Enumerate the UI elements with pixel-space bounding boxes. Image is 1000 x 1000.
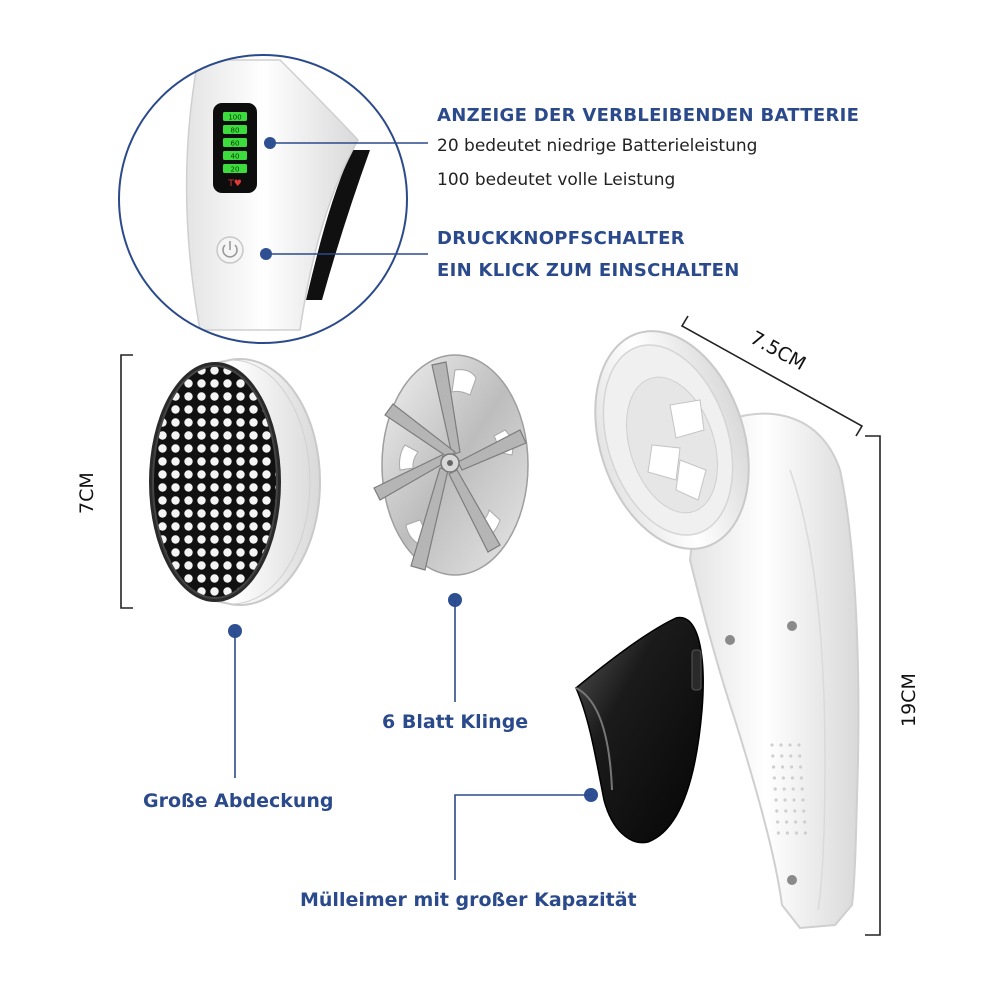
grip-dot [789, 754, 793, 758]
bin-caption: Mülleimer mit großer Kapazität [300, 889, 637, 911]
battery-level-bar [223, 125, 247, 134]
body-height-bracket [865, 435, 881, 936]
cover-caption: Große Abdeckung [143, 790, 334, 812]
switch-dot [260, 248, 272, 260]
grip-dot [782, 787, 786, 791]
grip-dot [800, 787, 804, 791]
battery-level-bar [223, 151, 247, 160]
grip-dot [776, 820, 780, 824]
battery-level-label: 100 [228, 114, 241, 122]
grip-dot [802, 809, 806, 813]
grip-dot [797, 743, 801, 747]
head-width-bracket [680, 315, 864, 437]
battery-level-bar [223, 164, 247, 173]
svg-text:T♥: T♥ [227, 179, 242, 189]
battery-indicator-icon: 100 80 60 40 20 T♥ [213, 103, 257, 193]
battery-level-label: 60 [231, 140, 240, 148]
grip-dot [772, 765, 776, 769]
cover-height-bracket [120, 354, 133, 609]
grip-dot [770, 743, 774, 747]
grip-dot [794, 820, 798, 824]
grip-dot [803, 820, 807, 824]
grip-dot [794, 831, 799, 835]
battery-level-label: 80 [231, 127, 240, 135]
grip-dot [799, 776, 804, 780]
grip-dot [775, 809, 779, 813]
battery-dot [264, 137, 276, 149]
grip-dot [799, 765, 803, 769]
cover-height-label: 7CM [76, 472, 98, 514]
grip-dot [773, 787, 777, 791]
grip-dot [780, 754, 784, 758]
switch-heading: DRUCKKNOPFSCHALTER [437, 228, 685, 249]
grip-dot [798, 754, 802, 758]
bin-connector [454, 794, 591, 880]
grip-dot [771, 754, 775, 758]
grip-dot [785, 820, 789, 824]
blade-illustration [373, 354, 529, 576]
grip-dot [783, 798, 787, 802]
cover-illustration [149, 358, 321, 606]
grip-dot [790, 776, 795, 780]
grip-dot [788, 743, 792, 747]
battery-heading: ANZEIGE DER VERBLEIBENDEN BATTERIE [437, 105, 860, 126]
grip-dot [776, 831, 781, 835]
device-illustration [594, 330, 860, 930]
grip-dot [779, 743, 783, 747]
switch-desc: EIN KLICK ZUM EINSCHALTEN [437, 260, 740, 281]
zoom-callout: 100 80 60 40 20 T♥ [118, 54, 428, 344]
grip-dot [774, 798, 778, 802]
grip-dot [793, 809, 797, 813]
grip-dot [791, 787, 795, 791]
battery-level-bar [223, 112, 247, 121]
handle-dark-edge [306, 150, 370, 300]
grip-dot [803, 831, 808, 835]
grip-dot [790, 765, 794, 769]
grip-dot [792, 798, 796, 802]
grip-dot [784, 809, 788, 813]
battery-level-bar [223, 138, 247, 147]
grip-dot [785, 831, 790, 835]
battery-level-label: 40 [231, 153, 240, 161]
grip-dot [801, 798, 805, 802]
battery-desc-full: 100 bedeutet volle Leistung [437, 170, 676, 190]
battery-desc-low: 20 bedeutet niedrige Batterieleistung [437, 136, 758, 156]
grip-dot [772, 776, 777, 780]
grip-dot [781, 765, 785, 769]
battery-level-label: 20 [231, 166, 240, 174]
body-height-label: 19CM [898, 673, 920, 727]
grip-dot [781, 776, 786, 780]
power-icon[interactable] [216, 236, 244, 264]
blade-caption: 6 Blatt Klinge [382, 711, 529, 733]
zoom-circle-border [118, 54, 408, 344]
bin-illustration [575, 616, 704, 844]
